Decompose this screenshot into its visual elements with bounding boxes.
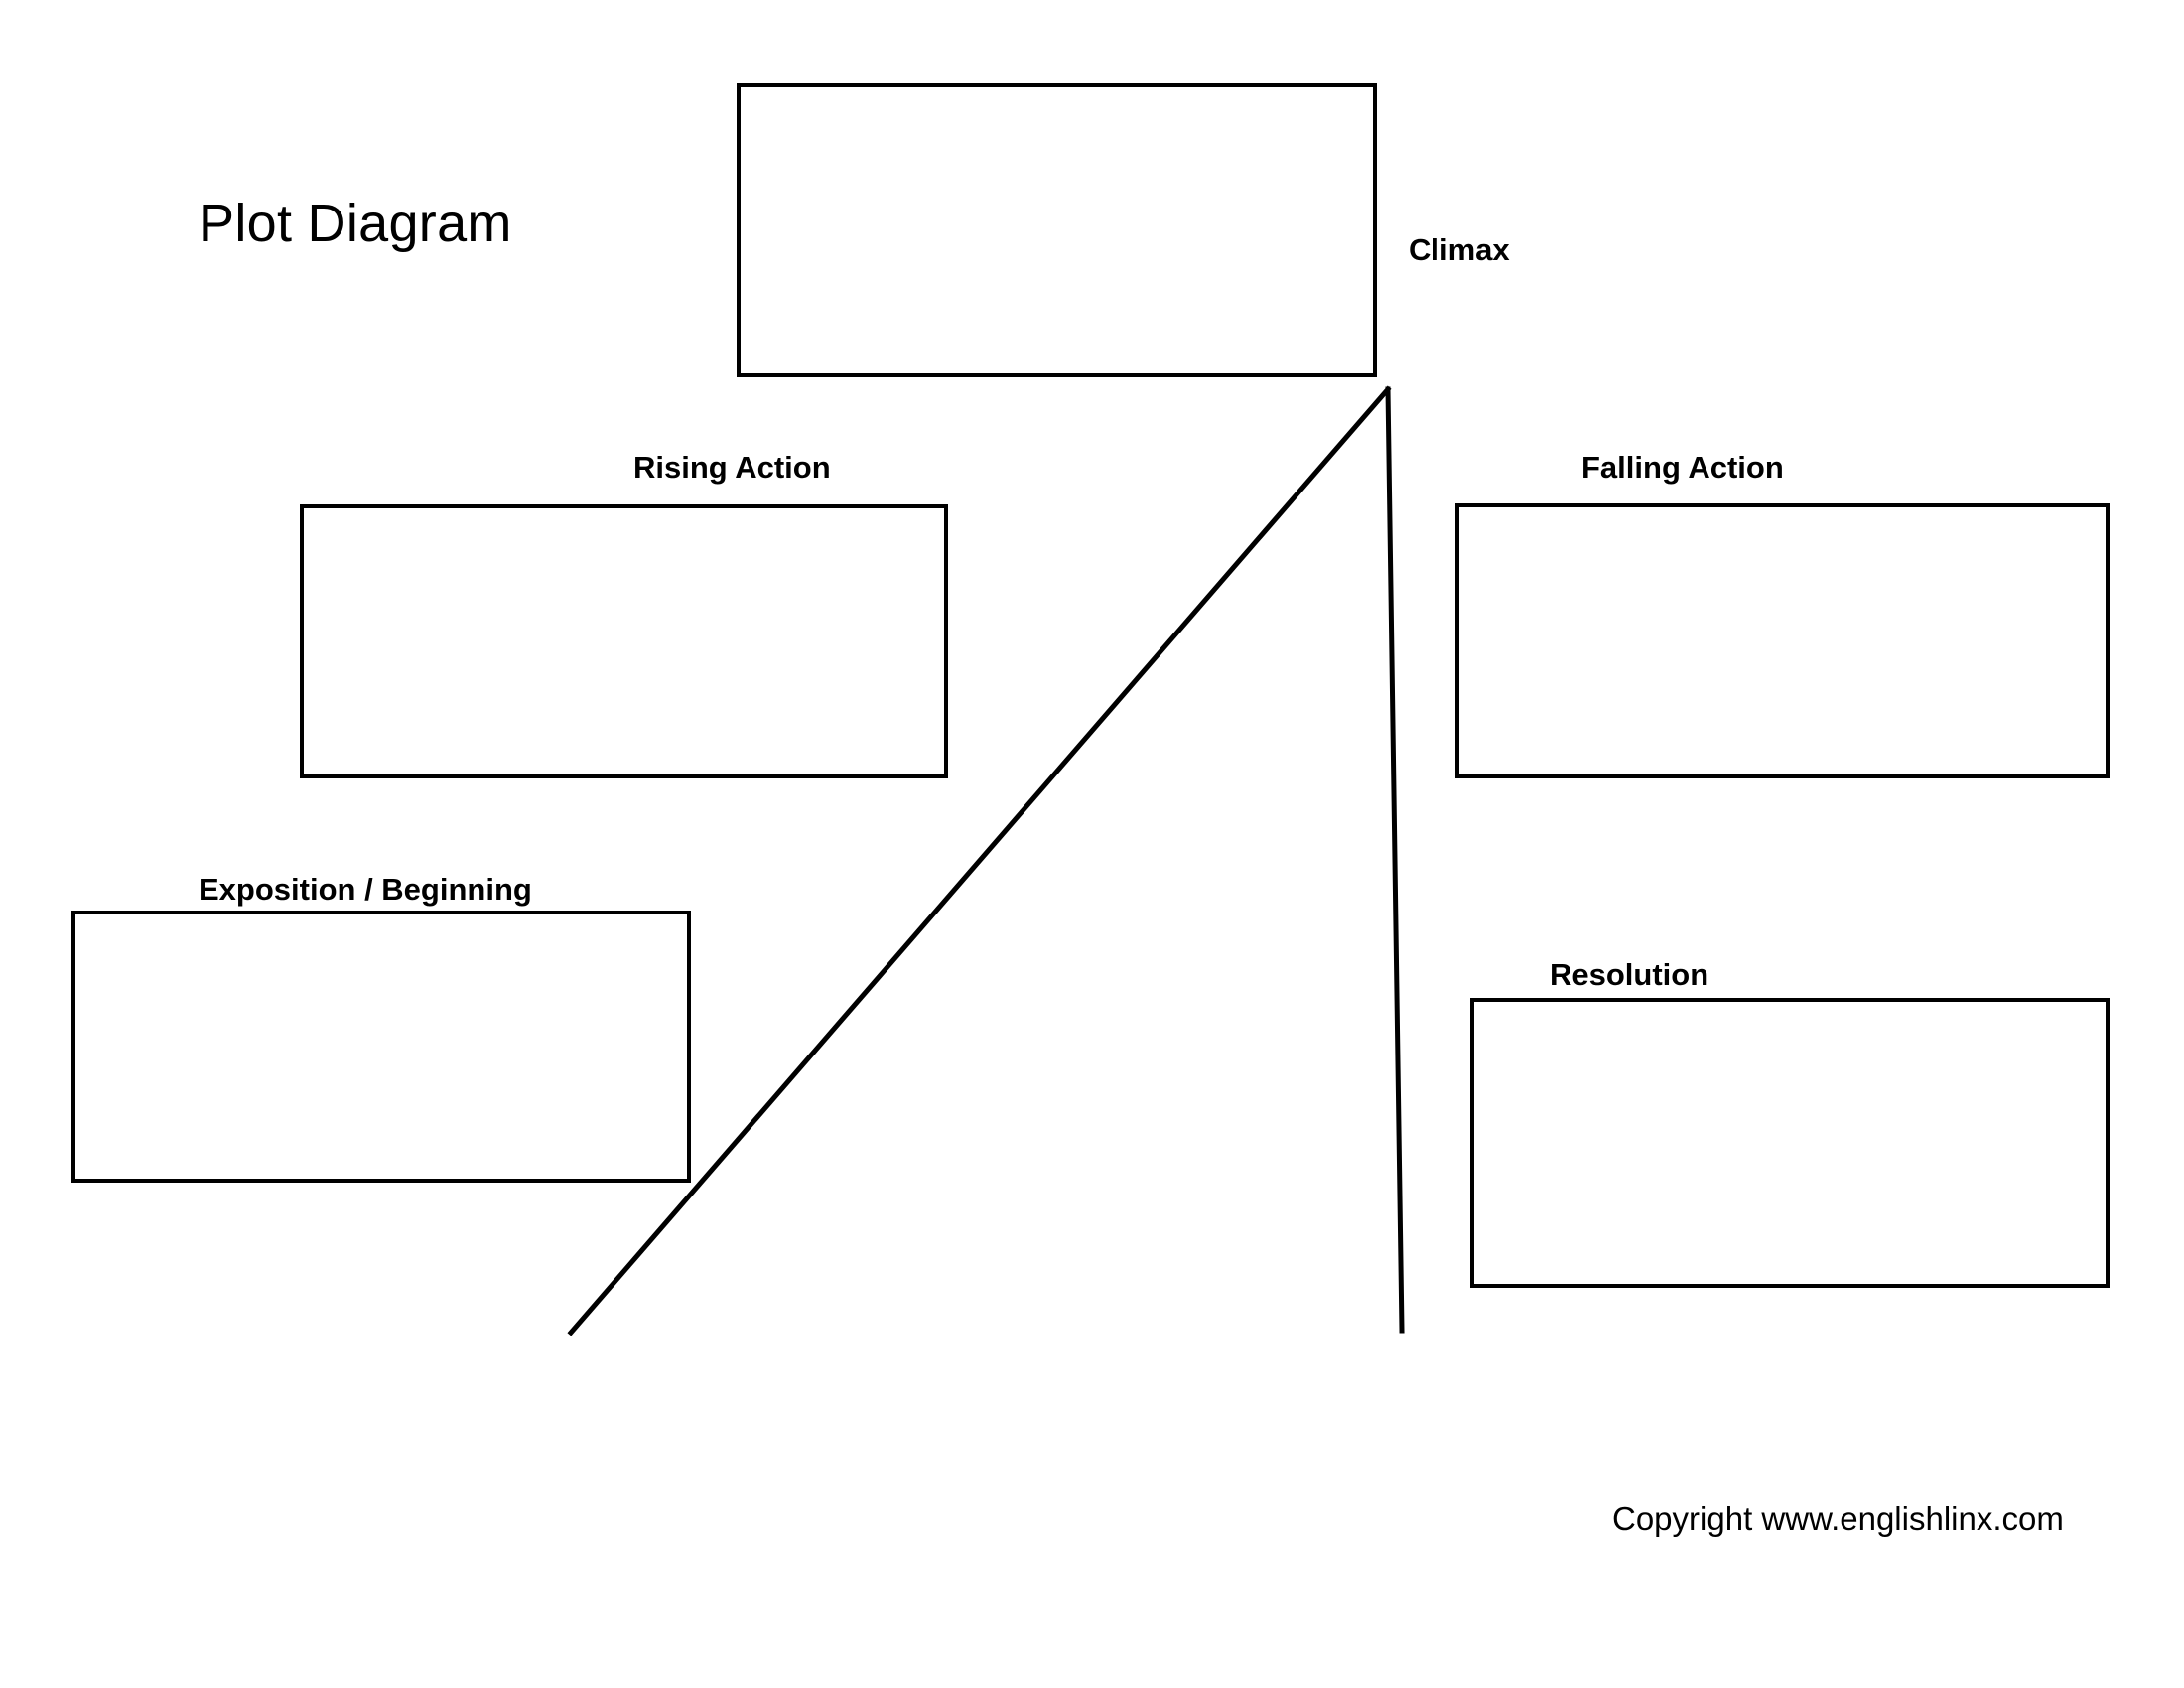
climax-label: Climax: [1409, 232, 1510, 267]
exposition-label: Exposition / Beginning: [199, 872, 532, 907]
falling-action-label: Falling Action: [1581, 450, 1784, 485]
falling-action-line: [1385, 386, 1405, 1334]
copyright-notice: Copyright www.englishlinx.com: [1612, 1500, 2064, 1537]
rising-action-textbox[interactable]: [300, 504, 948, 778]
page-title: Plot Diagram: [199, 194, 512, 253]
climax-textbox[interactable]: [737, 83, 1377, 377]
rising-action-label: Rising Action: [633, 450, 831, 485]
resolution-label: Resolution: [1550, 957, 1709, 992]
resolution-textbox[interactable]: [1470, 998, 2110, 1288]
exposition-textbox[interactable]: [71, 911, 691, 1183]
falling-action-textbox[interactable]: [1455, 503, 2110, 778]
